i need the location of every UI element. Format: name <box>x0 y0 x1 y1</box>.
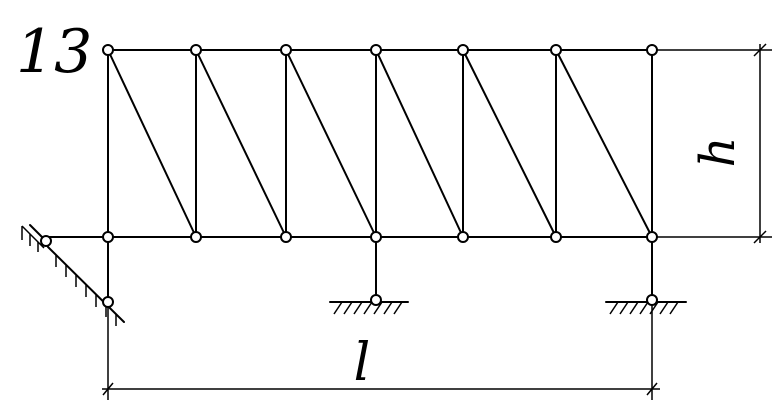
node <box>370 231 382 243</box>
support-node <box>40 235 52 247</box>
node <box>457 231 469 243</box>
right-ground-support <box>605 301 687 315</box>
node <box>646 231 658 243</box>
node <box>550 44 562 56</box>
node <box>190 231 202 243</box>
node <box>102 44 114 56</box>
truss-verticals <box>107 49 653 238</box>
diagonal-3 <box>285 49 377 238</box>
height-label: h <box>690 137 746 168</box>
span-label: l <box>354 333 371 393</box>
diagonal-2 <box>195 49 287 238</box>
node <box>280 44 292 56</box>
support-node <box>646 294 658 306</box>
node <box>370 44 382 56</box>
diagonal-6 <box>555 49 653 238</box>
node <box>102 231 114 243</box>
diagonal-4 <box>375 49 464 238</box>
span-dimension <box>102 302 660 400</box>
node <box>280 231 292 243</box>
node <box>646 44 658 56</box>
truss-diagonals <box>107 49 653 238</box>
middle-ground-support <box>329 301 409 315</box>
height-dimension <box>652 43 772 244</box>
diagonal-5 <box>462 49 557 238</box>
node <box>550 231 562 243</box>
support-node <box>370 294 382 306</box>
figure-number: 13 <box>16 17 92 87</box>
diagonal-1 <box>107 49 197 238</box>
node <box>190 44 202 56</box>
truss-nodes <box>40 44 658 308</box>
support-node <box>102 296 114 308</box>
left-horizontal-support <box>21 224 45 252</box>
left-inclined-support <box>47 246 125 326</box>
node <box>457 44 469 56</box>
